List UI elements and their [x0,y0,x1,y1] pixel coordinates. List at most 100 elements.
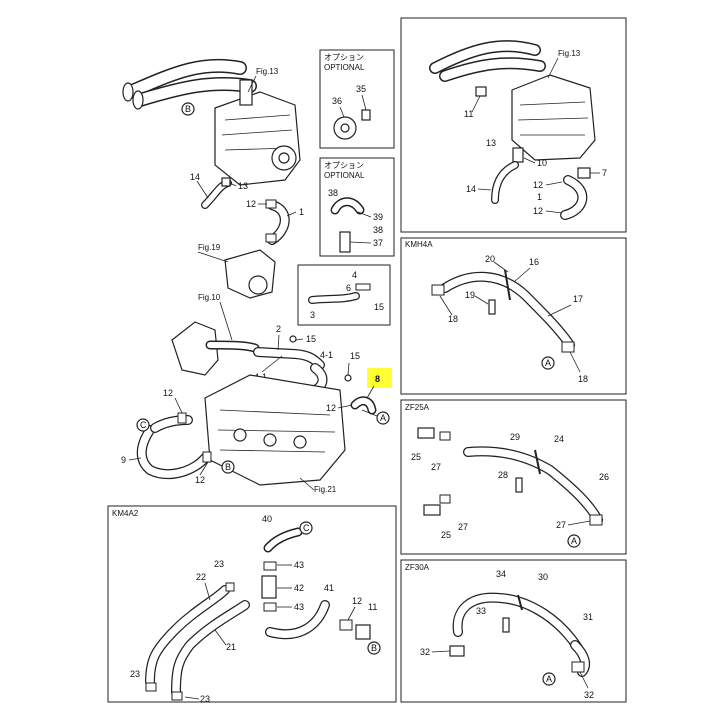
manifold-fig10 [171,321,260,376]
intake-pipes-right [429,40,546,82]
option-part-37 [339,231,351,253]
circle-ref-a-kmh [541,356,555,370]
callout-km-23a: 23 [214,559,224,569]
circle-ref-c-km-label: C [303,523,310,533]
circle-ref-c1-label: C [140,420,147,430]
callout-14: 14 [190,172,200,182]
callout-8: 8 [375,374,380,384]
circle-ref-a-zf30 [542,672,556,686]
option-label-en-1: OPTIONAL [324,63,365,72]
panel-title-zf25a: ZF25A [405,403,430,412]
intake-pipes-main [122,58,257,110]
turbocharger-main [214,79,301,186]
circle-ref-a-zf25-label: A [571,536,577,546]
callout-15b: 15 [350,351,360,361]
callout-zf25-26: 26 [599,472,609,482]
callout-zf25-28: 28 [498,470,508,480]
circle-ref-b2-label: B [225,462,231,472]
panel-title-km4a2: KM4A2 [112,509,139,518]
callout-2: 2 [276,324,281,334]
callout-kmh-20: 20 [485,254,495,264]
panel-title-kmh4a: KMH4A [405,240,433,249]
callout-15c: 15 [374,302,384,312]
fitting-7 [577,167,591,179]
panel-frame-km4a2 [107,505,397,703]
breather-fitting [221,177,231,187]
callout-rt-7: 7 [602,168,607,178]
option-part-35 [361,109,371,121]
panel-frame-zf30a [400,559,627,703]
callout-1: 1 [299,207,304,217]
fitting-zf25-25a [417,427,435,439]
circle-ref-b1 [181,102,195,116]
callout-zf30-33: 33 [476,606,486,616]
fitting-11 [475,86,487,97]
callout-13: 13 [238,181,248,191]
circle-ref-c1 [136,418,150,432]
callout-3: 3 [310,310,315,320]
panel-frame-kmh4a [400,237,627,395]
circle-ref-a-kmh-label: A [545,358,551,368]
callout-rt-14: 14 [466,184,476,194]
fig13-ref-right: Fig.13 [558,49,581,58]
option-label-jp-1: オプション [324,53,364,62]
callout-12b: 12 [326,403,336,413]
callout-15a: 15 [306,334,316,344]
callout-km-40: 40 [262,514,272,524]
callout-zf25-27c: 27 [556,520,566,530]
callout-38b: 38 [373,225,383,235]
valve-10 [512,147,524,163]
callout-kmh-16: 16 [529,257,539,267]
callout-km-42: 42 [294,583,304,593]
callout-rt-10: 10 [537,158,547,168]
callout-km-11: 11 [368,602,377,612]
callout-kmh-18b: 18 [578,374,588,384]
circle-ref-a-zf25 [567,534,581,548]
callout-km-43b: 43 [294,602,304,612]
circle-ref-b1-label: B [185,104,191,114]
callout-4: 4 [352,270,357,280]
circle-ref-a1-label: A [380,413,386,423]
sensor-28 [515,477,523,493]
callout-km-21: 21 [226,642,236,652]
callout-kmh-17: 17 [573,294,583,304]
callout-zf30-31: 31 [583,612,593,622]
panel-title-zf30a: ZF30A [405,563,430,572]
panel-frame-top-right [400,17,627,233]
callout-12a: 12 [246,199,256,209]
fitting-km-11 [355,624,371,640]
fig10-ref: Fig.10 [198,293,221,302]
clamp-12b [265,233,277,243]
callout-km-43a: 43 [294,560,304,570]
circle-ref-a1 [376,411,390,425]
sensor-19 [488,299,496,315]
callout-zf30-30: 30 [538,572,548,582]
callout-12d: 12 [195,475,205,485]
callout-rt-12b: 12 [533,206,543,216]
circle-ref-c-km [299,521,313,535]
callout-9: 9 [121,455,126,465]
callout-zf25-25a: 25 [411,452,421,462]
callout-35: 35 [356,84,366,94]
callout-zf25-27a: 27 [431,462,441,472]
cap-32a [449,645,465,657]
callout-36: 36 [332,96,342,106]
option-label-jp-2: オプション [324,161,364,170]
fig13-ref-main: Fig.13 [256,67,279,76]
callout-zf30-32a: 32 [420,647,430,657]
clamp-32b [571,661,585,673]
callout-km-22: 22 [196,572,206,582]
circle-ref-b-km [367,641,381,655]
turbocharger-right [511,74,596,161]
engine-block-fig21 [204,374,346,486]
option-label-en-2: OPTIONAL [324,171,365,180]
callout-rt-11: 11 [464,109,473,119]
highlight-item-8 [367,368,392,388]
tee-42 [261,575,277,599]
option-box-2 [319,157,395,257]
callout-zf25-24: 24 [554,434,564,444]
callout-rt-13: 13 [486,138,496,148]
callout-38a: 38 [328,188,338,198]
option-box-1 [319,49,395,149]
